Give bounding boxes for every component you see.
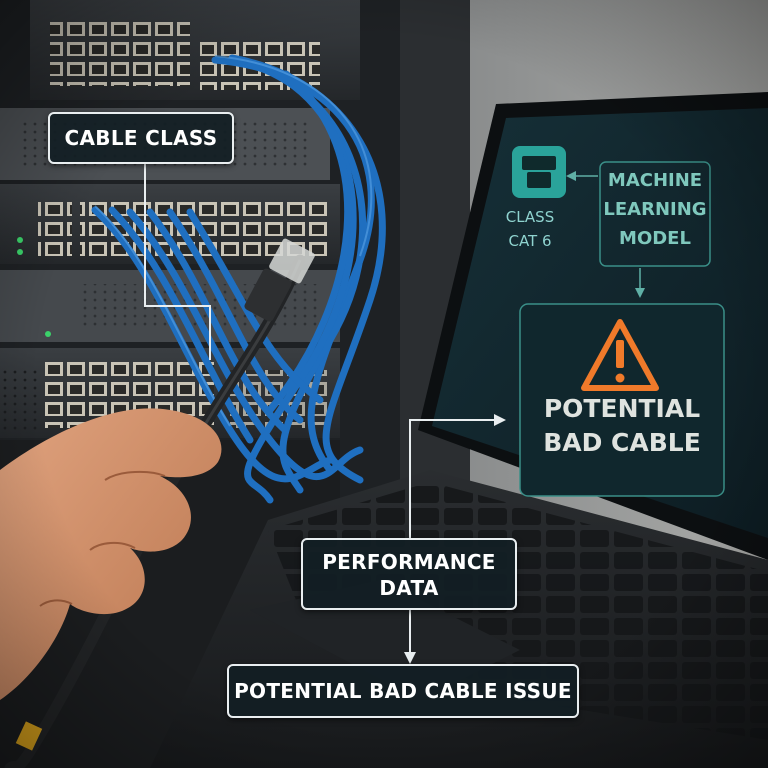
ml-label-line2: LEARNING [603,199,707,220]
warning-label: POTENTIAL BAD CABLE [520,392,724,460]
warning-label-line2: BAD CABLE [543,428,701,457]
ml-model-label: MACHINE LEARNING MODEL [600,166,710,253]
class-label-line1: CLASS [505,208,555,226]
ml-label-line3: MODEL [619,228,691,249]
ml-label-line1: MACHINE [607,170,703,191]
class-label-line2: CAT 6 [508,232,552,250]
cable-class-label: CLASS CAT 6 [495,205,565,253]
performance-line1: PERFORMANCE [322,550,496,574]
bad-cable-issue-callout: POTENTIAL BAD CABLE ISSUE [227,664,579,718]
cable-class-callout: CABLE CLASS [48,112,234,164]
warning-label-line1: POTENTIAL [543,394,701,423]
performance-line2: DATA [379,576,439,600]
performance-data-callout: PERFORMANCE DATA [301,538,517,610]
